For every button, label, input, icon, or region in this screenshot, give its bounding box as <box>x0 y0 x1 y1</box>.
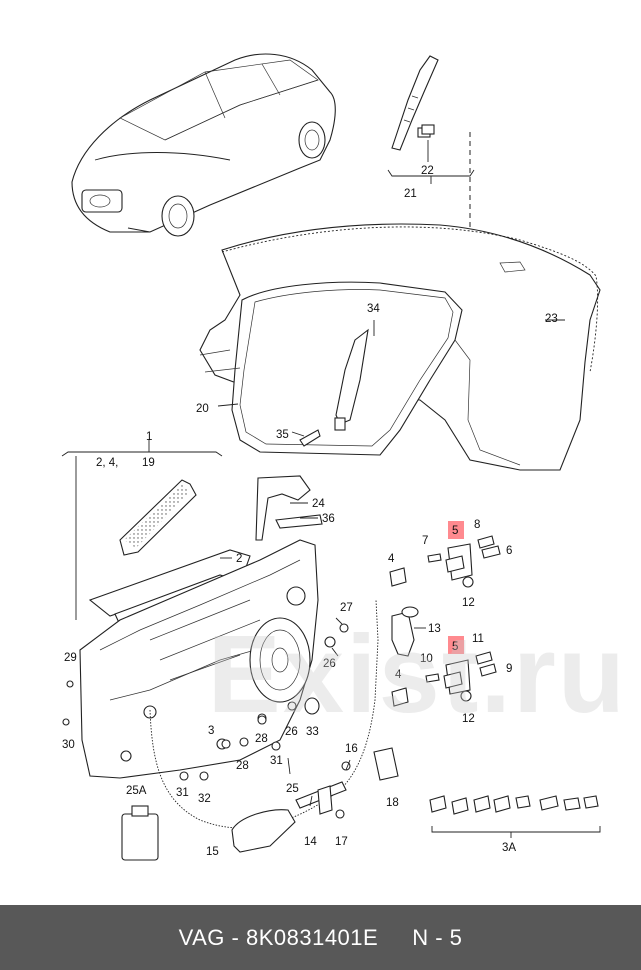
footer-bar: VAG - 8K0831401E N - 5 <box>0 905 641 970</box>
callout-13: 13 <box>428 623 441 635</box>
callout-1: 1 <box>146 431 152 443</box>
callout-25: 25 <box>286 783 299 795</box>
part-21-trim <box>387 55 505 269</box>
callout-27: 27 <box>340 602 353 614</box>
callout-20: 20 <box>196 403 209 415</box>
callout-36: 36 <box>322 513 335 525</box>
callout-8: 8 <box>474 519 480 531</box>
callout-17: 17 <box>335 836 348 848</box>
callout-24: 24 <box>312 498 325 510</box>
callout-12b: 12 <box>462 713 475 725</box>
callout-31a: 31 <box>270 755 283 767</box>
callout-29: 29 <box>64 652 77 664</box>
callout-33: 33 <box>306 726 319 738</box>
door-assembly <box>61 440 419 829</box>
callout-28a: 28 <box>255 733 268 745</box>
hinges <box>389 535 501 707</box>
callout-21: 21 <box>404 188 417 200</box>
callout-3A: 3A <box>502 842 516 854</box>
callout-12a: 12 <box>462 597 475 609</box>
lower-parts <box>62 680 601 861</box>
car-illustration <box>71 53 336 237</box>
body-frame <box>199 223 601 471</box>
callout-34: 34 <box>367 303 380 315</box>
callout-5-highlight <box>448 521 464 539</box>
callout-14: 14 <box>304 836 317 848</box>
callout-26b: 26 <box>285 726 298 738</box>
callout-2: 2 <box>236 553 242 565</box>
callout-15: 15 <box>206 846 219 858</box>
callout-6: 6 <box>506 545 512 557</box>
callout-2-4: 2, 4, <box>96 457 118 469</box>
callout-10: 10 <box>420 653 433 665</box>
callout-16: 16 <box>345 743 358 755</box>
callout-28b: 28 <box>236 760 249 772</box>
callout-5: 5 <box>452 525 458 537</box>
callout-18: 18 <box>386 797 399 809</box>
callout-4a: 4 <box>388 553 395 565</box>
callout-35: 35 <box>276 429 289 441</box>
callout-5b: 5 <box>452 641 458 653</box>
callout-25A: 25A <box>126 785 147 797</box>
callout-19: 19 <box>142 457 155 469</box>
callout-31b: 31 <box>176 787 189 799</box>
callout-labels: 22 21 23 34 20 35 1 2, 4, 19 24 36 2 5 7… <box>62 165 558 858</box>
exploded-parts-diagram: 22 21 23 34 20 35 1 2, 4, 19 24 36 2 5 7… <box>61 53 601 861</box>
callout-5b-highlight <box>448 636 464 654</box>
part-reference: VAG - 8K0831401E <box>178 924 379 950</box>
callout-26a: 26 <box>323 658 336 670</box>
page-indicator: N - 5 <box>412 924 463 950</box>
callout-22: 22 <box>421 165 434 177</box>
callout-32: 32 <box>198 793 211 805</box>
callout-23: 23 <box>545 313 558 325</box>
leader-lines <box>217 319 565 807</box>
callout-9: 9 <box>506 663 512 675</box>
callout-7: 7 <box>422 535 428 547</box>
callout-3: 3 <box>208 725 214 737</box>
callout-11: 11 <box>472 633 484 645</box>
callout-30: 30 <box>62 739 75 751</box>
callout-4b: 4 <box>395 669 402 681</box>
